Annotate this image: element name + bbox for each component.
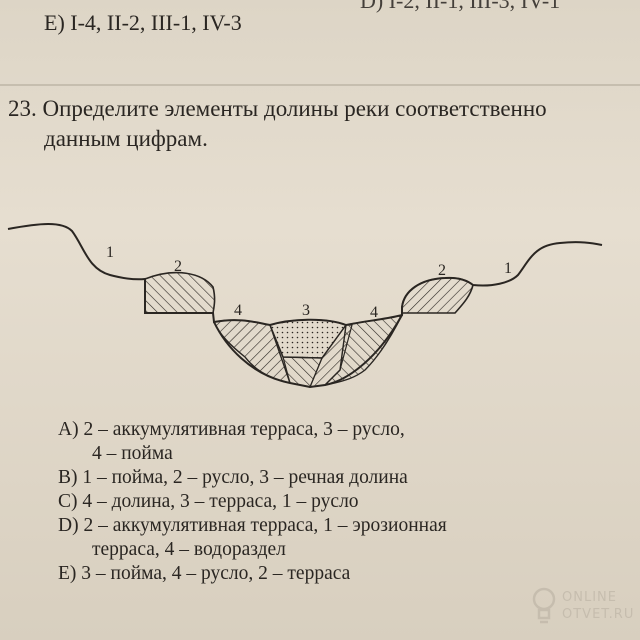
- answer-text: 2 – аккумулятивная терраса, 3 – русло,: [83, 419, 405, 440]
- question-23: 23. Определите элементы долины реки соот…: [8, 94, 628, 154]
- question-text-line2: данным цифрам.: [44, 126, 208, 151]
- left-terrace-hatched: [144, 271, 216, 314]
- lightbulb-icon: [532, 587, 556, 624]
- label-4-left: 4: [234, 302, 242, 319]
- answer-text: 2 – аккумулятивная терраса, 1 – эрозионн…: [83, 515, 447, 536]
- answer-option-a[interactable]: A) 2 – аккумулятивная терраса, 3 – русло…: [58, 418, 618, 466]
- label-4-right: 4: [370, 304, 378, 321]
- watermark-text: ONLINE OTVET.RU: [562, 589, 634, 623]
- answer-letter: C): [58, 491, 78, 512]
- answer-text: 3 – пойма, 4 – русло, 2 – терраса: [81, 563, 351, 584]
- answer-text-continued: терраса, 4 – водораздел: [92, 539, 286, 560]
- question-number: 23.: [8, 96, 37, 121]
- answer-option-c[interactable]: C) 4 – долина, 3 – терраса, 1 – русло: [58, 490, 618, 514]
- answer-options: A) 2 – аккумулятивная терраса, 3 – русло…: [58, 418, 618, 586]
- answer-option-e[interactable]: E) 3 – пойма, 4 – русло, 2 – терраса: [58, 562, 618, 586]
- right-terrace-hatched: [401, 277, 474, 314]
- question-text-line1: Определите элементы долины реки соответс…: [42, 96, 547, 121]
- answer-letter: E): [58, 563, 77, 584]
- watermark-line1: ONLINE: [562, 590, 617, 605]
- label-1-right: 1: [504, 260, 512, 277]
- answer-option-b[interactable]: B) 1 – пойма, 2 – русло, 3 – речная доли…: [58, 466, 618, 490]
- valley-profile-line: [7, 223, 603, 327]
- answer-letter: D): [58, 515, 79, 536]
- answer-letter: B): [58, 467, 78, 488]
- label-3-center: 3: [302, 302, 310, 319]
- answer-option-d[interactable]: D) 2 – аккумулятивная терраса, 1 – эрози…: [58, 514, 618, 562]
- valley-bottom-line: [213, 314, 403, 389]
- answer-text: 4 – долина, 3 – терраса, 1 – русло: [82, 491, 359, 512]
- page-fold-line: [0, 84, 640, 86]
- answer-text: 1 – пойма, 2 – русло, 3 – речная долина: [82, 467, 408, 488]
- label-2-right: 2: [438, 262, 446, 279]
- answer-text-continued: 4 – пойма: [92, 443, 173, 464]
- answer-letter: A): [58, 419, 79, 440]
- label-2-left: 2: [174, 258, 182, 275]
- river-valley-diagram: 1 2 4 3 4 2 1: [7, 223, 603, 389]
- previous-question-option-e: E) I-4, II-2, III-1, IV-3: [44, 10, 242, 35]
- watermark-line2: OTVET.RU: [562, 607, 635, 622]
- site-watermark: ONLINE OTVET.RU: [528, 585, 638, 635]
- previous-question-option-d: D) I-2, II-1, III-3, IV-1: [360, 0, 561, 13]
- label-1-left: 1: [106, 244, 114, 261]
